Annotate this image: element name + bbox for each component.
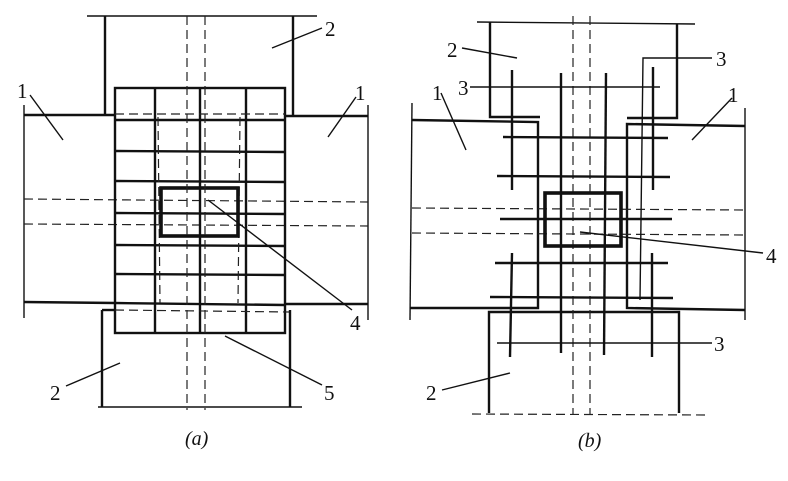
label-rebar-bottom-b: 3 xyxy=(714,332,725,356)
upper-column-b xyxy=(476,21,696,120)
label-rebar-top-left-b: 3 xyxy=(458,76,469,100)
label-column-top-a: 2 xyxy=(325,17,336,41)
label-jacket-a: 5 xyxy=(324,381,335,405)
figure-a: 2 1 1 4 5 2 (a) xyxy=(17,15,369,450)
caption-a: (a) xyxy=(185,428,209,450)
label-hole-b: 4 xyxy=(766,244,777,268)
beams-b xyxy=(409,102,746,321)
leaders-b xyxy=(440,47,764,391)
label-hole-a: 4 xyxy=(350,311,361,335)
caption-b: (b) xyxy=(578,430,602,452)
column-axis-a xyxy=(186,16,206,410)
label-column-bottom-a: 2 xyxy=(50,381,61,405)
label-beam-right-b: 1 xyxy=(728,83,739,107)
jacket-grid xyxy=(113,86,291,335)
label-column-bottom-b: 2 xyxy=(426,381,437,405)
label-beam-right-a: 1 xyxy=(355,81,366,105)
hole-a xyxy=(159,186,240,238)
label-beam-left-a: 1 xyxy=(17,79,28,103)
label-rebar-top-right-b: 3 xyxy=(716,47,727,71)
upper-column xyxy=(87,15,317,115)
label-beam-left-b: 1 xyxy=(432,81,443,105)
rebars-b xyxy=(470,57,712,358)
beams xyxy=(23,105,369,320)
leaders-a xyxy=(29,27,357,387)
hole-b xyxy=(543,191,623,248)
lower-column xyxy=(98,308,302,408)
figure-b: 2 3 3 1 1 4 3 2 (b) xyxy=(409,16,777,452)
column-axis-b xyxy=(572,16,591,415)
lower-column-b xyxy=(471,310,706,416)
label-column-top-b: 2 xyxy=(447,38,458,62)
